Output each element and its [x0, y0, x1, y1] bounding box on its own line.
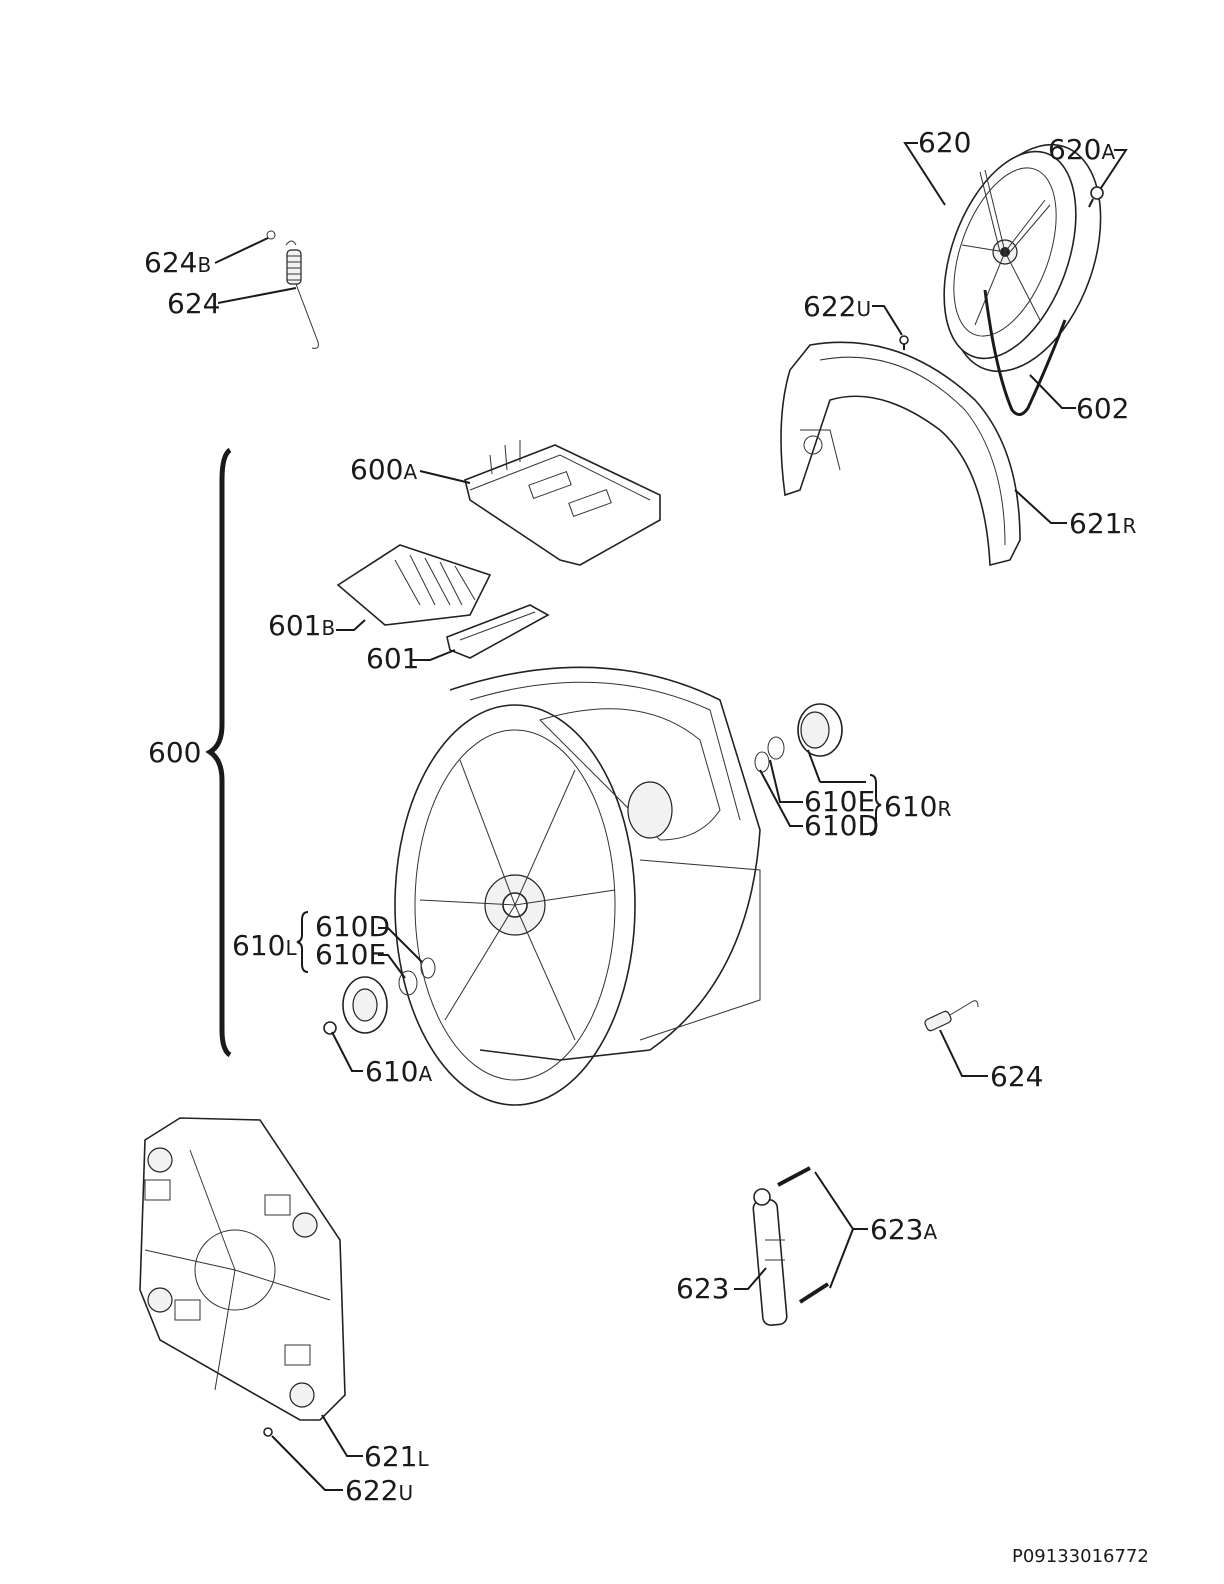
- callout-601B: 601B: [268, 609, 335, 642]
- callout-600: 600: [148, 736, 201, 769]
- brace-610L: [296, 911, 309, 973]
- bearing-right-part: [754, 703, 843, 773]
- callout-622U-top: 622U: [803, 290, 871, 323]
- callout-602: 602: [1076, 392, 1129, 425]
- cover-601b-part: [336, 544, 492, 626]
- callout-601: 601: [366, 642, 419, 675]
- callout-610E-right: 610E: [804, 785, 875, 818]
- part-601: [446, 604, 550, 659]
- callout-621R: 621R: [1069, 507, 1136, 540]
- spring-bottom-part: [924, 1000, 979, 1032]
- callout-624B: 624B: [144, 246, 211, 279]
- callout-622U-bottom: 622U: [345, 1474, 413, 1507]
- pulley-screw-part: [1088, 186, 1104, 208]
- callout-600A: 600A: [350, 453, 417, 486]
- callout-610E-left: 610E: [315, 938, 386, 971]
- screw-top-part: [899, 335, 909, 350]
- callout-610D-right: 610D: [804, 809, 879, 842]
- callout-620: 620: [918, 126, 971, 159]
- callout-610R: 610R: [884, 790, 951, 823]
- control-board-part: [464, 440, 661, 566]
- counterweight-left-part: [139, 1117, 346, 1421]
- callout-621L: 621L: [364, 1440, 429, 1473]
- screw-bottom-part: [263, 1427, 273, 1437]
- brace-610R: [869, 774, 882, 836]
- callout-610A: 610A: [365, 1055, 432, 1088]
- shock-absorber-part: [752, 1166, 830, 1326]
- counterweight-right-part: [780, 341, 1021, 567]
- tub-part: [394, 666, 761, 1106]
- drive-belt-part: [983, 289, 1067, 416]
- callout-620A: 620A: [1048, 133, 1115, 166]
- brace-600: [205, 447, 232, 1058]
- callout-624-top: 624: [167, 287, 220, 320]
- callout-623A: 623A: [870, 1213, 937, 1246]
- callout-623: 623: [676, 1272, 729, 1305]
- callout-610L: 610L: [232, 929, 297, 962]
- callout-624-bottom: 624: [990, 1060, 1043, 1093]
- bearing-left-part: [323, 957, 436, 1035]
- callout-610D-left: 610D: [315, 910, 390, 943]
- leader-lines: [214, 142, 1128, 1491]
- document-code: P09133016772: [1012, 1546, 1149, 1567]
- spring-top-part: [266, 230, 319, 349]
